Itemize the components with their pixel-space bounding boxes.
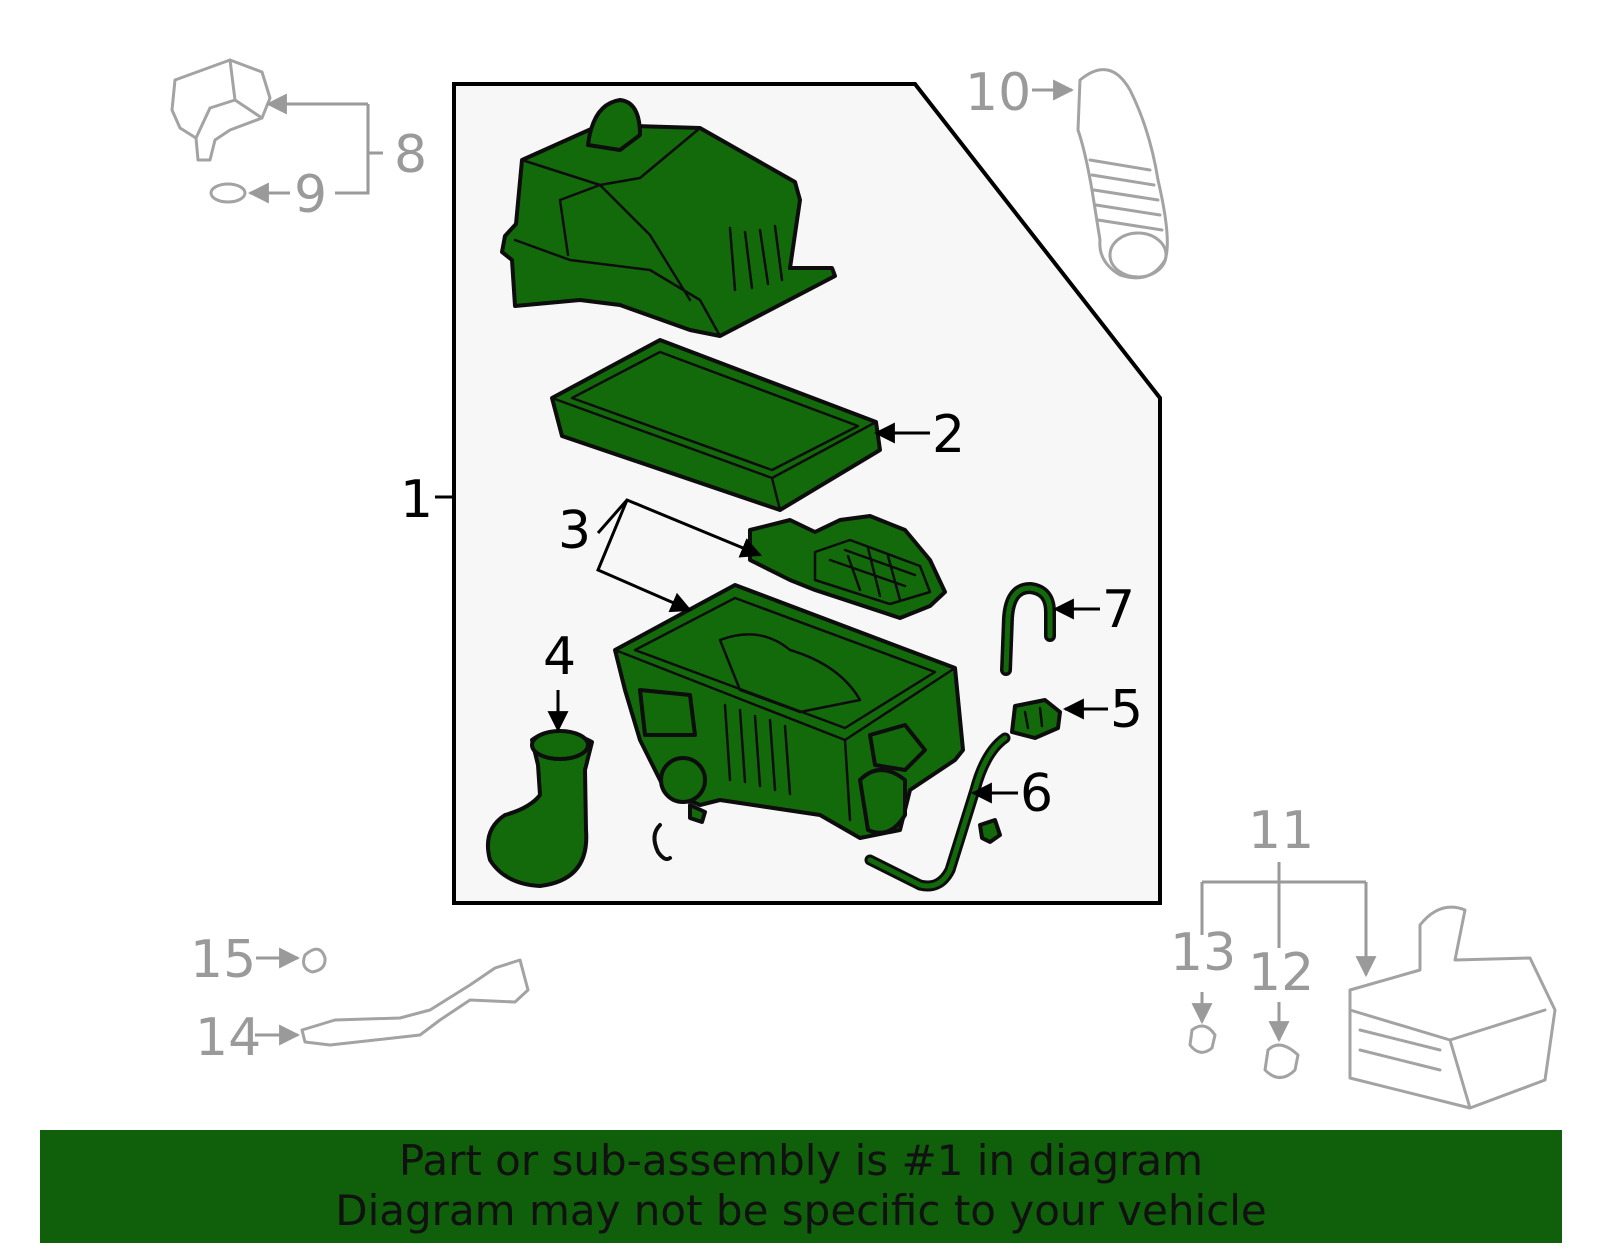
callout-4: 4: [543, 627, 576, 687]
callout-6: 6: [1020, 764, 1053, 824]
map-sensor-part: [170, 58, 272, 162]
callout-13: 13: [1170, 923, 1236, 983]
callout-15: 15: [190, 930, 256, 990]
callout-2: 2: [932, 405, 965, 465]
clamp-part: [652, 823, 672, 862]
bushing-13-part: [1188, 1024, 1217, 1054]
clip-part: [302, 947, 327, 974]
air-duct-part: [748, 514, 947, 620]
callout-7: 7: [1102, 580, 1135, 640]
callout-3: 3: [558, 501, 591, 561]
callout-5: 5: [1110, 680, 1143, 740]
o-ring-part: [209, 182, 247, 204]
callout-12: 12: [1248, 943, 1314, 1003]
callout-8: 8: [394, 125, 427, 185]
callout-14: 14: [195, 1008, 261, 1068]
callout-10: 10: [965, 63, 1031, 123]
callout-9: 9: [294, 165, 327, 225]
grommet-part: [978, 818, 1002, 844]
bracket-part: [300, 958, 530, 1047]
callout-11: 11: [1248, 801, 1314, 861]
sensor-part: [1010, 698, 1062, 740]
lower-housing-part: [613, 583, 965, 840]
air-filter-part: [550, 338, 882, 512]
banner-line-1: Part or sub-assembly is #1 in diagram: [398, 1136, 1204, 1185]
info-banner: Part or sub-assembly is #1 in diagram Di…: [40, 1130, 1562, 1243]
inlet-elbow-part: [485, 729, 594, 888]
bushing-12-part: [1263, 1043, 1300, 1079]
callout-1: 1: [400, 470, 433, 530]
upper-housing-part: [500, 98, 837, 338]
banner-line-2: Diagram may not be specific to your vehi…: [335, 1186, 1267, 1235]
resonator-part: [1348, 905, 1557, 1110]
air-hose-part: [1076, 68, 1169, 280]
